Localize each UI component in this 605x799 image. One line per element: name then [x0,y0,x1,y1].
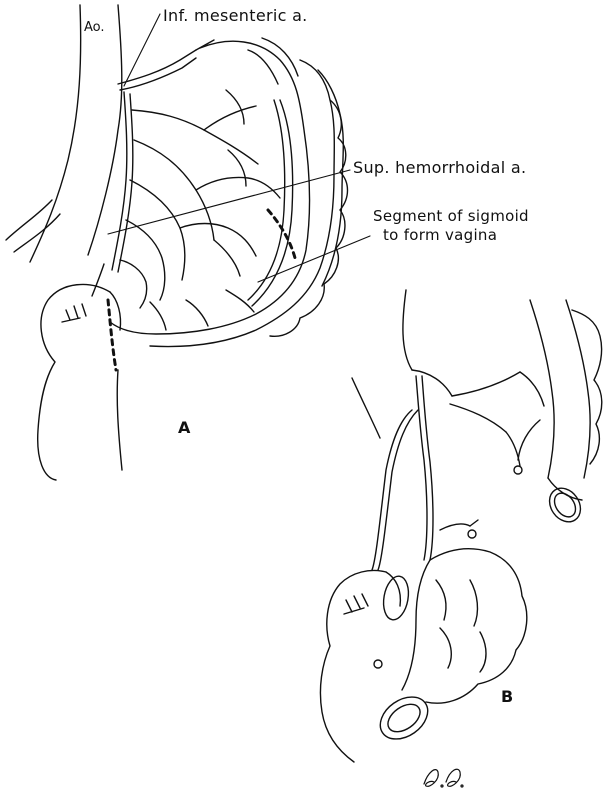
panel-a-label: A [178,418,190,437]
panel-b-label: B [501,687,513,706]
segment-label-line2: to form vagina [383,226,497,244]
inferior-mesenteric-label: Inf. mesenteric a. [163,6,308,25]
segment-label-line1: Segment of sigmoid [373,207,529,225]
aorta-label: Ao. [84,20,105,35]
sigmoid-upper-b [518,300,602,528]
artist-signature [420,762,464,792]
mesenteric-arcades-a [92,40,280,308]
aorta-a [6,5,122,262]
vessels-b [352,290,544,570]
cecum-b [320,571,411,763]
leader-lines [108,14,370,282]
segment-boundaries-a [108,210,296,370]
sigmoid-segment-b [372,549,526,748]
sigmoid-colon-a [110,38,348,346]
superior-hemorrhoidal-label: Sup. hemorrhoidal a. [353,158,526,177]
